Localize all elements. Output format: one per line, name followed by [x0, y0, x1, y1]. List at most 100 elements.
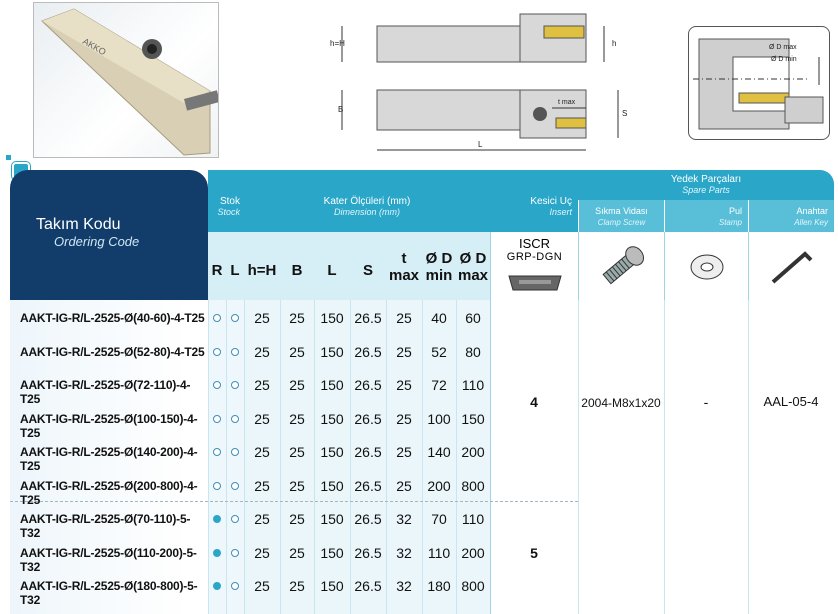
table-cell-dmin: 70 [431, 511, 447, 527]
stock-left-indicator-icon [231, 548, 239, 557]
label-h: h [612, 39, 616, 48]
col-t-top: t [401, 250, 407, 267]
table-cell-s: 26.5 [354, 511, 382, 527]
table-row-code: AAKT-IG-R/L-2525-Ø(140-200)-4-T25 [20, 445, 198, 473]
allen-key-icon [771, 251, 813, 284]
table-cell-len: 150 [320, 377, 344, 393]
table-row-code: AAKT-IG-R/L-2525-Ø(72-110)-4-T25 [20, 378, 191, 406]
table-row-code: AAKT-IG-R/L-2525-Ø(180-800)-5-T32 [20, 579, 198, 607]
table-cell-h: 25 [254, 410, 270, 427]
stock-right-indicator-icon [213, 381, 221, 389]
insert-subtitle: Insert [549, 207, 572, 217]
table-cell-dmax: 200 [461, 444, 485, 460]
spare-parts-subtitle: Spare Parts [682, 185, 730, 195]
table-row-code: AAKT-IG-R/L-2525-Ø(100-150)-4-T25 [20, 411, 198, 440]
insert-code: GRP-DGN [506, 251, 563, 263]
table-cell-s: 26.5 [354, 477, 382, 494]
table-cell-b: 25 [289, 511, 305, 527]
table-row-code: AAKT-IG-R/L-2525-Ø(200-800)-4-T25 [20, 478, 198, 507]
table-cell-len: 150 [320, 343, 344, 360]
insert-icon [508, 275, 562, 291]
table-cell-h: 25 [254, 343, 270, 360]
dimension-title: Kater Ölçüleri (mm) [323, 196, 411, 207]
table-cell-b: 25 [289, 578, 305, 594]
table-cell-b: 25 [289, 343, 305, 360]
table-cell-b: 25 [289, 410, 305, 427]
table-cell-s: 26.5 [354, 578, 382, 594]
ordering-code-subtitle: Ordering Code [54, 234, 140, 249]
table-cell-h: 25 [254, 377, 270, 393]
table-cell-s: 26.5 [354, 310, 382, 326]
boring-diagram: Ø D max Ø D min [688, 26, 830, 140]
stock-left-indicator-icon [231, 347, 239, 356]
label-dmin: Ø D min [771, 56, 797, 63]
table-cell-dmin: 110 [427, 544, 451, 561]
label-L: L [478, 140, 483, 149]
table-cell-dmin: 52 [431, 343, 447, 360]
table-row-code: AAKT-IG-R/L-2525-Ø(110-200)-5-T32 [20, 545, 197, 574]
table-cell-b: 25 [289, 310, 305, 326]
clamp-icon-cell [578, 232, 664, 300]
table-cell-s: 26.5 [354, 343, 382, 360]
label-S: S [622, 109, 627, 118]
table-cell-s: 26.5 [354, 377, 382, 393]
stock-right-indicator-icon [213, 314, 221, 322]
stock-right-indicator-icon [213, 481, 221, 490]
col-S: S [362, 262, 373, 279]
insert-title: Kesici Uç [530, 196, 572, 207]
table-cell-len: 150 [320, 310, 344, 326]
clamp-header: Sıkma Vidası Clamp Screw [578, 200, 664, 232]
table-row-code: AAKT-IG-R/L-2525-Ø(52-80)-4-T25 [20, 344, 205, 359]
table-cell-b: 25 [289, 477, 305, 494]
table-cell-b: 25 [289, 544, 305, 561]
table-cell-t: 32 [396, 511, 412, 527]
stock-subtitle: Stock [217, 207, 240, 217]
insert-header: Kesici Uç Insert [490, 170, 578, 232]
table-cell-t: 25 [396, 477, 412, 494]
table-cell-t: 25 [396, 410, 412, 427]
stamp-title: Pul [728, 206, 742, 216]
table-cell-dmin: 180 [427, 578, 451, 594]
col-hH: h=H [247, 262, 277, 279]
table-cell-h: 25 [254, 477, 270, 494]
stock-left-indicator-icon [231, 448, 239, 456]
table-cell-t: 25 [396, 444, 412, 460]
table-cell-dmax: 150 [461, 410, 485, 427]
ordering-code-title: Takım Kodu [36, 216, 121, 233]
stock-right-indicator-icon [213, 347, 221, 356]
table-row-code: AAKT-IG-R/L-2525-Ø(70-110)-5-T32 [20, 512, 191, 540]
col-dmin-top: Ø D [425, 250, 453, 267]
table-cell-dmax: 110 [461, 511, 485, 527]
stamp-value: - [703, 394, 709, 410]
clamp-value: 2004-M8x1x20 [581, 396, 661, 410]
spare-parts-header: Yedek Parçaları Spare Parts [578, 170, 834, 200]
marker-dot-icon [6, 155, 11, 160]
table-cell-t: 32 [396, 578, 412, 594]
stamp-subtitle: Stamp [718, 218, 742, 227]
table-cell-t: 25 [396, 310, 412, 326]
table-cell-len: 150 [320, 578, 344, 594]
label-tmax: t max [558, 99, 576, 106]
table-cell-dmax: 800 [461, 477, 485, 494]
key-subtitle: Allen Key [794, 218, 828, 227]
table-cell-dmax: 110 [461, 377, 485, 393]
stock-right-indicator-icon [213, 448, 221, 456]
table-cell-len: 150 [320, 511, 344, 527]
table-cell-dmax: 200 [461, 544, 485, 561]
table-cell-dmax: 80 [465, 343, 481, 360]
stock-left-indicator-icon [231, 314, 239, 322]
table-cell-s: 26.5 [354, 544, 382, 561]
stock-left-indicator-icon [231, 515, 239, 523]
stamp-icon-cell [664, 232, 748, 300]
table-cell-s: 26.5 [354, 444, 382, 460]
table-cell-h: 25 [254, 544, 270, 561]
col-dmin-bottom: min [425, 267, 453, 284]
table-body [10, 300, 834, 614]
clamp-subtitle: Clamp Screw [597, 218, 646, 227]
washer-icon [690, 254, 724, 280]
stock-right-indicator-icon [213, 414, 221, 423]
group2-insert-value: 5 [530, 545, 538, 561]
stock-header: Stok Stock [208, 170, 244, 232]
table-cell-b: 25 [289, 444, 305, 460]
table-cell-len: 150 [320, 444, 344, 460]
